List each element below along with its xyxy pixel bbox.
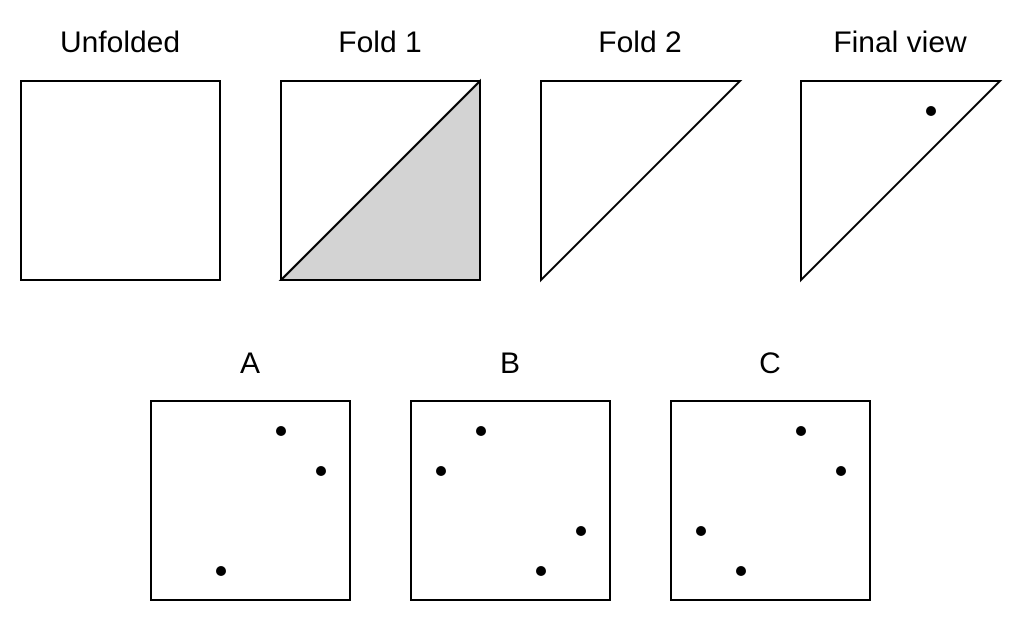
final-view-triangle [800,80,1003,283]
fold-2-triangle [540,80,743,283]
option-c-hole [736,566,746,576]
unfolded-square [20,80,221,281]
final-view-hole [926,106,936,116]
option-c-square [670,400,871,601]
option-a-square [150,400,351,601]
option-c-hole [796,426,806,436]
step-title-fold-1: Fold 1 [338,26,421,59]
option-a-hole [276,426,286,436]
option-a-hole [316,466,326,476]
option-b-square [410,400,611,601]
step-title-fold-2: Fold 2 [598,26,681,59]
step-title-unfolded: Unfolded [60,26,180,59]
option-label-a: A [240,347,260,380]
option-b-hole [536,566,546,576]
option-label-c: C [759,347,781,380]
option-label-b: B [500,347,520,380]
option-c-hole [836,466,846,476]
option-b-hole [576,526,586,536]
fold-1-crease-line [280,80,481,281]
option-b-hole [436,466,446,476]
option-a-hole [216,566,226,576]
option-c-hole [696,526,706,536]
step-title-final-view: Final view [833,26,967,59]
option-b-hole [476,426,486,436]
